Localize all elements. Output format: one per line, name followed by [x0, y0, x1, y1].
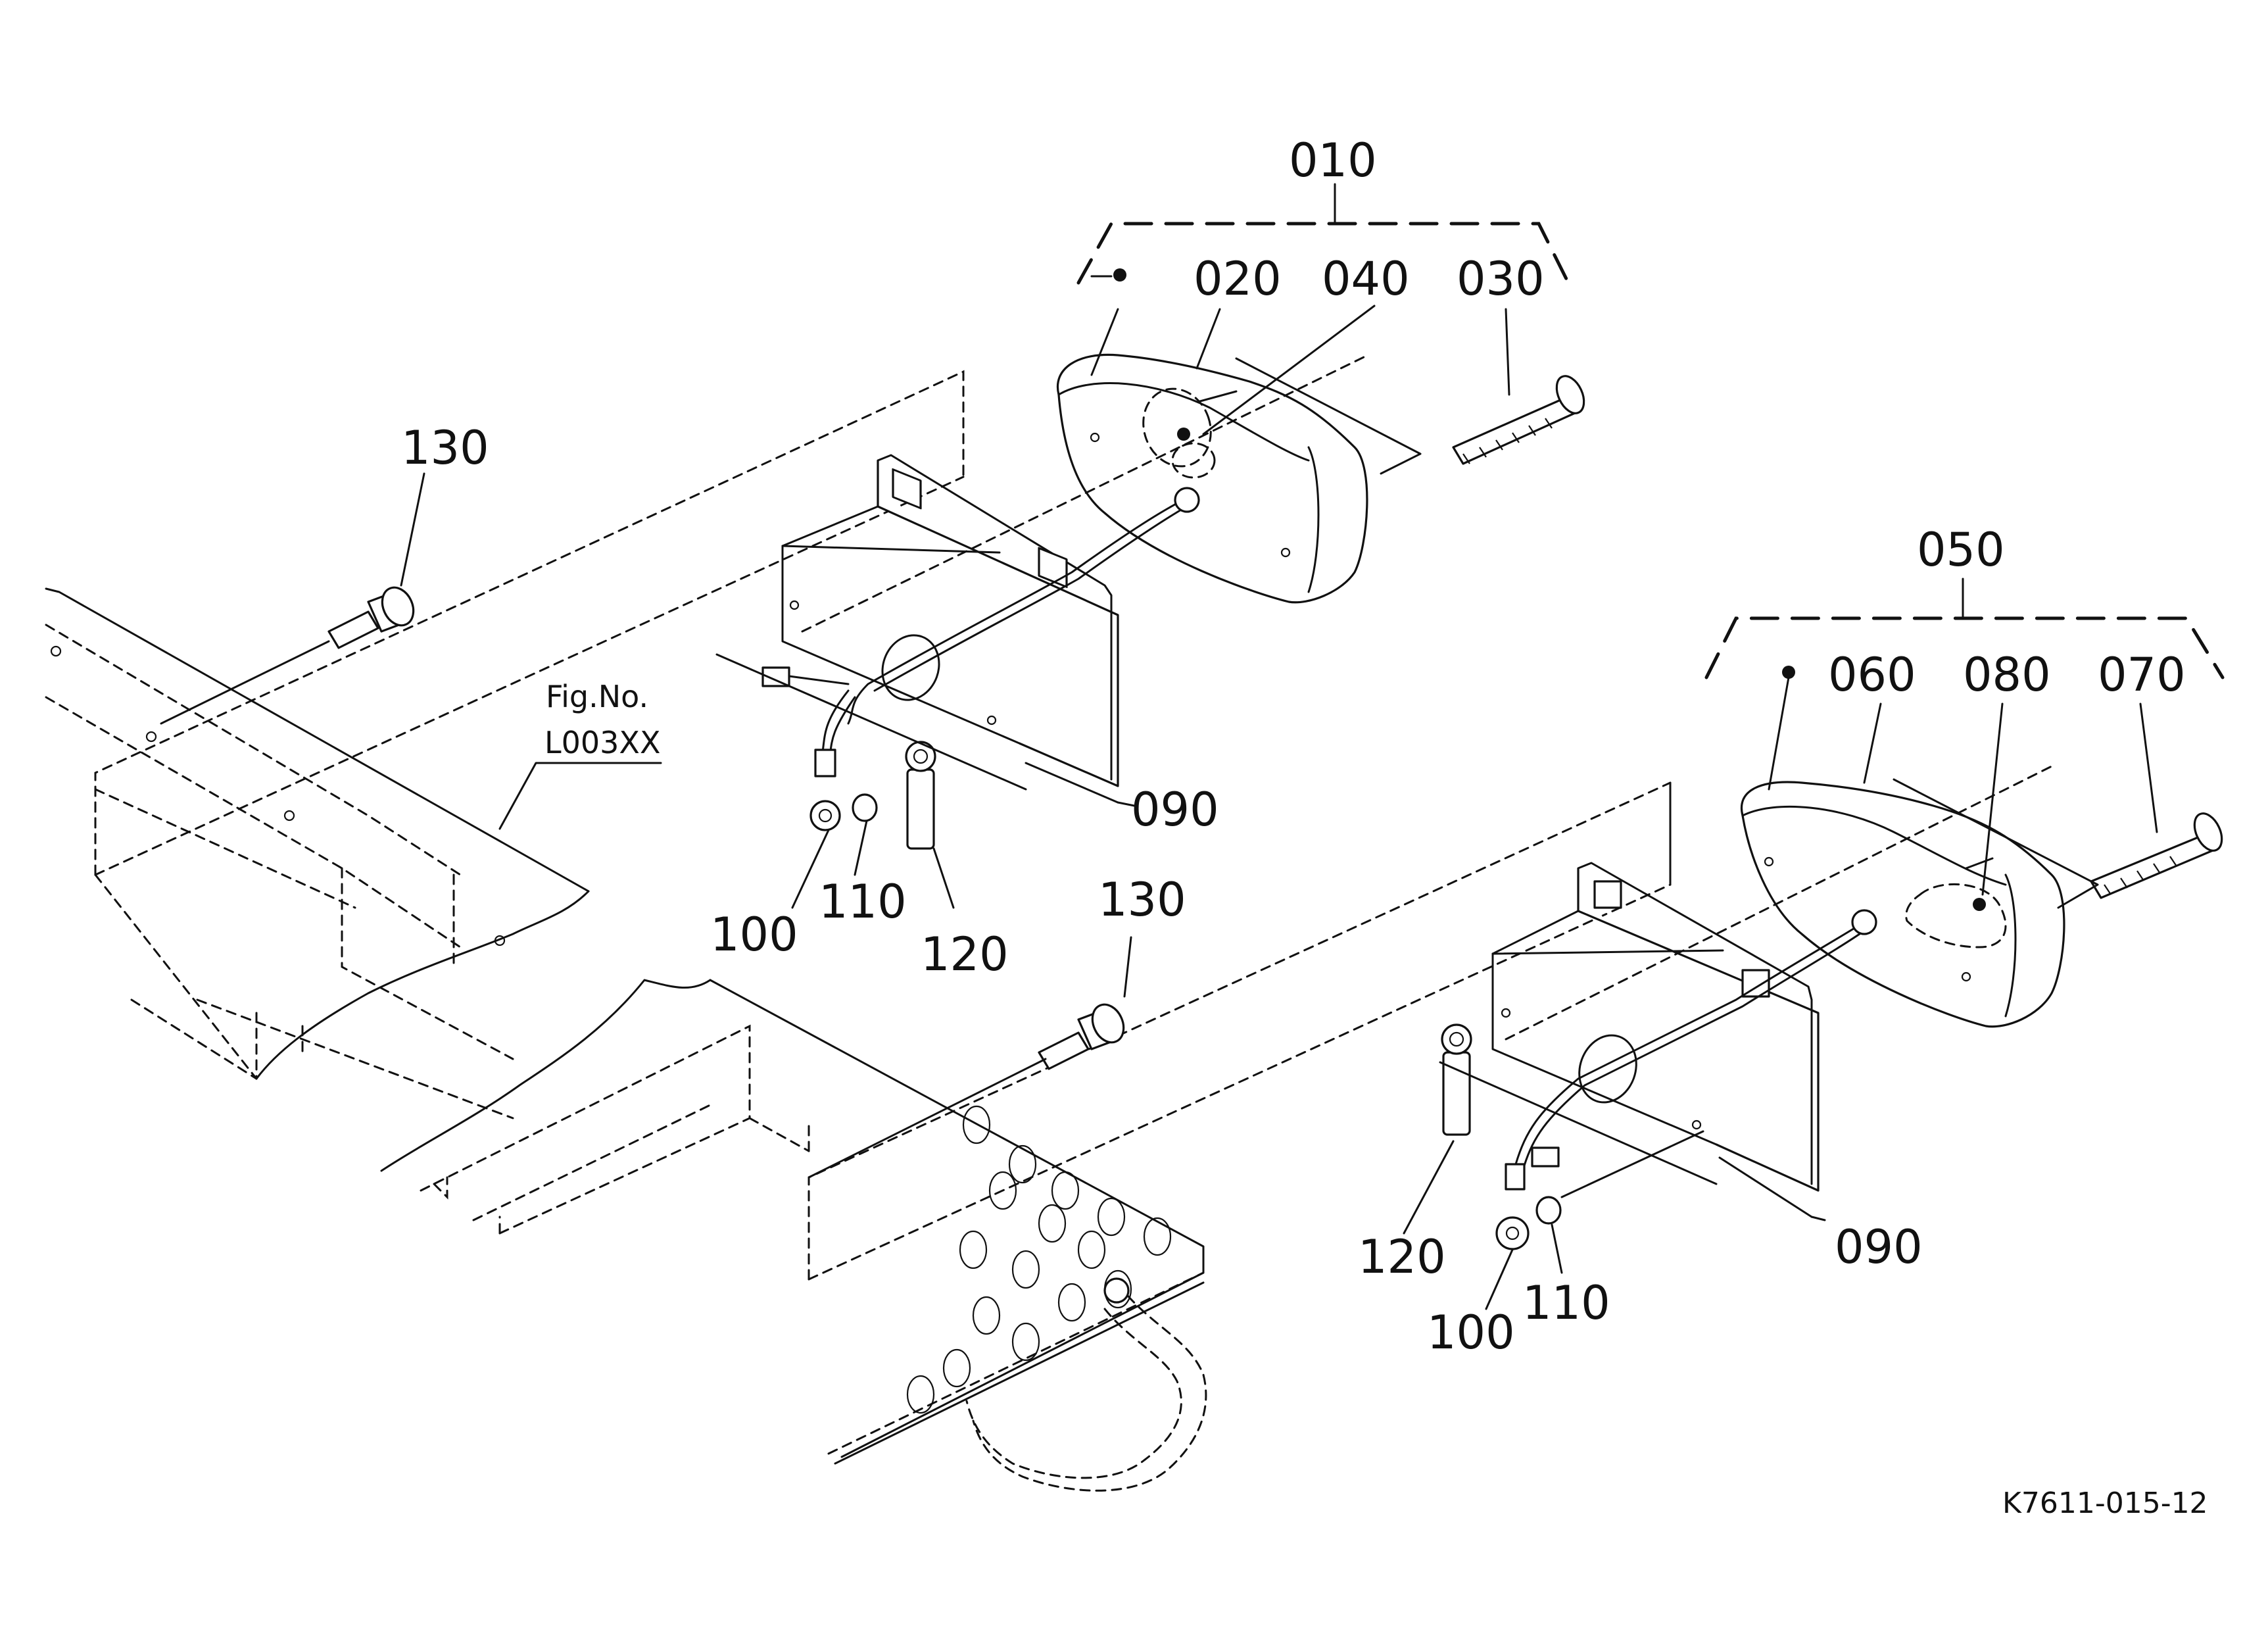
label-120-upper: 120: [921, 927, 1009, 981]
label-120-lower: 120: [1358, 1230, 1446, 1284]
label-010: 010: [1289, 134, 1377, 187]
label-020: 020: [1194, 252, 1282, 306]
bolt-130-upper: [327, 586, 415, 649]
label-090-lower: 090: [1835, 1220, 1923, 1274]
lamp-housing-lower: [1740, 781, 2065, 1028]
upper-lamp-assembly: [160, 268, 1585, 909]
label-030: 030: [1457, 252, 1545, 306]
label-100-upper: 100: [710, 908, 798, 962]
part-labels: 010 020 040 030 130 090 100 110 120 130 …: [401, 134, 2186, 1360]
label-070: 070: [2098, 648, 2186, 702]
label-130-lower: 130: [1098, 873, 1186, 927]
figure-reference: Fig.No. L003XX: [544, 679, 660, 760]
bracket-lower: [1491, 862, 1820, 1192]
lower-lamp-assembly: [808, 666, 2223, 1310]
lamp-housing-upper: [1056, 353, 1368, 604]
label-130-upper: 130: [401, 421, 489, 475]
label-110-lower: 110: [1522, 1276, 1610, 1330]
drawing-code: K7611-015-12: [2002, 1487, 2208, 1520]
tread-plate-pattern: [906, 1105, 1172, 1414]
tractor-frame: [45, 370, 1672, 1492]
label-100-lower: 100: [1427, 1306, 1515, 1360]
label-110-upper: 110: [819, 875, 907, 929]
label-060: 060: [1828, 648, 1916, 702]
label-090-upper: 090: [1131, 783, 1219, 837]
group-bracket-010: [1076, 183, 1570, 285]
label-050: 050: [1917, 523, 2005, 577]
fig-no-value: L003XX: [544, 725, 660, 760]
label-080: 080: [1963, 648, 2051, 702]
fig-no-label: Fig.No.: [546, 679, 648, 714]
bolt-070: [2090, 812, 2223, 899]
bolt-130-lower: [1038, 1003, 1125, 1070]
group-bracket-050: [1704, 578, 2225, 679]
label-040: 040: [1322, 252, 1410, 306]
bolt-030: [1452, 375, 1585, 465]
